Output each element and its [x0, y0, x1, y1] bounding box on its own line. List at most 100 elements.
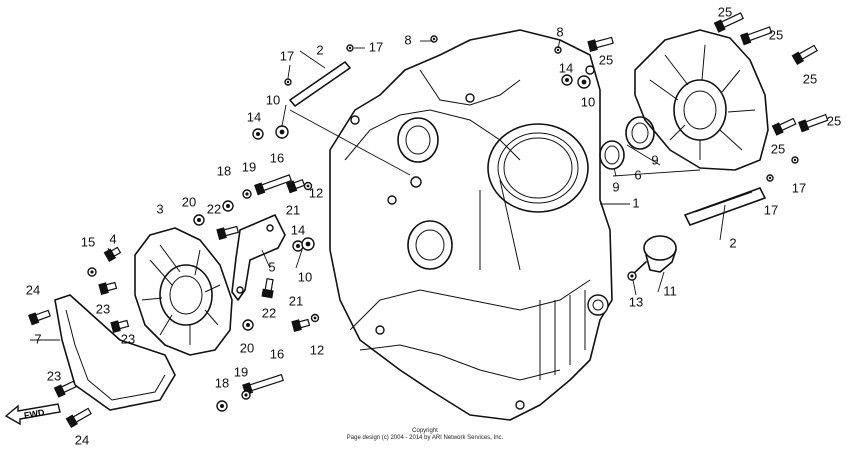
leader-lines [30, 39, 726, 341]
stud-16a [254, 174, 292, 196]
leader-line [289, 109, 411, 176]
callout-3: 3 [156, 201, 163, 216]
callout-16: 16 [270, 346, 284, 361]
strip-gasket-top [289, 61, 351, 107]
callout-25: 25 [599, 52, 613, 67]
callout-20: 20 [182, 194, 196, 209]
bracket [231, 214, 286, 301]
callout-23: 23 [96, 301, 110, 316]
bolt-8a-hole [432, 37, 436, 41]
leader-line [626, 144, 661, 166]
callout-9: 9 [612, 179, 619, 194]
callout-25: 25 [771, 141, 785, 156]
callout-4: 4 [109, 231, 116, 246]
bolt-21b [291, 318, 311, 332]
leader-line [613, 167, 617, 177]
callout-5: 5 [268, 259, 275, 274]
callout-15: 15 [81, 234, 95, 249]
leader-line [107, 247, 111, 254]
callout-24: 24 [75, 432, 89, 447]
callout-9: 9 [651, 152, 658, 167]
callout-14: 14 [291, 222, 305, 237]
washer-19b-hole [244, 393, 248, 397]
forward-arrow: FWD [4, 402, 62, 428]
callout-18: 18 [215, 375, 229, 390]
bolt-17a-hole [793, 158, 797, 162]
leader-line [261, 249, 271, 269]
callout-14: 14 [247, 109, 261, 124]
callout-8: 8 [556, 24, 563, 39]
callout-24: 24 [26, 282, 40, 297]
bolt-25c [587, 36, 614, 52]
bolt-23a [98, 281, 118, 295]
callout-20: 20 [240, 340, 254, 355]
callout-10: 10 [266, 92, 280, 107]
callout-23: 23 [47, 368, 61, 383]
callout-25: 25 [803, 71, 817, 86]
crankcase-body [329, 29, 613, 421]
bolt-25f [798, 113, 829, 133]
bolt-17c-hole [348, 46, 352, 50]
callout-21: 21 [289, 293, 303, 308]
washer-12a-hole [306, 184, 310, 188]
callout-2: 2 [316, 42, 323, 57]
leader-line [287, 64, 291, 79]
callout-13: 13 [629, 294, 643, 309]
callout-16: 16 [270, 150, 284, 165]
page-design-line: Page design (c) 2004 - 2014 by ARI Netwo… [346, 435, 504, 441]
washer-12b-hole [313, 316, 317, 320]
bushing-10c-hole [305, 241, 311, 247]
callout-18: 18 [217, 163, 231, 178]
bolt-8b-hole [556, 48, 560, 52]
callout-22: 22 [207, 201, 221, 216]
leader-line [557, 39, 561, 49]
collar-20b-hole [246, 323, 250, 327]
pin-4 [103, 246, 122, 263]
callout-2: 2 [729, 235, 736, 250]
bolt-22a [216, 225, 240, 240]
callout-22: 22 [262, 305, 276, 320]
copyright-line: Copyright [412, 428, 438, 434]
washer-14a-hole [565, 78, 569, 82]
bolt-25d [791, 44, 818, 66]
bushing-10a-hole [279, 129, 285, 135]
callout-19: 19 [242, 159, 256, 174]
callout-7: 7 [34, 331, 41, 346]
leader-line [281, 104, 287, 127]
callout-25: 25 [718, 4, 732, 19]
callout-10: 10 [298, 269, 312, 284]
callout-10: 10 [581, 94, 595, 109]
leader-line [657, 271, 665, 293]
bushing-10b-hole [581, 79, 587, 85]
fwd-label: FWD [23, 407, 45, 420]
leader-line [719, 204, 726, 241]
callout-25: 25 [827, 113, 841, 128]
nut-18b-hole [220, 404, 224, 408]
bolt-25b [740, 26, 773, 46]
washer-14b-hole [256, 132, 260, 136]
leader-line [295, 249, 303, 269]
washer-15-hole [90, 270, 94, 274]
callout-17: 17 [764, 202, 778, 217]
bolt-17d-hole [286, 80, 290, 84]
strap [54, 294, 176, 411]
fwd-arrow-icon: FWD [4, 403, 61, 426]
bolt-23c [53, 380, 77, 398]
fasteners [28, 12, 829, 429]
callout-17: 17 [280, 48, 294, 63]
washer-13-hole [630, 274, 634, 278]
washer-14c-hole [296, 244, 300, 248]
callout-23: 23 [121, 331, 135, 346]
callout-8: 8 [404, 32, 411, 47]
washer-19a-hole [245, 192, 249, 196]
bolt-25e [771, 117, 797, 136]
bolt-24a [28, 309, 51, 326]
bolt-22b [261, 277, 274, 299]
bolt-25a [713, 12, 745, 33]
callout-25: 25 [769, 27, 783, 42]
callout-12: 12 [309, 185, 323, 200]
oil-seals [599, 116, 655, 170]
